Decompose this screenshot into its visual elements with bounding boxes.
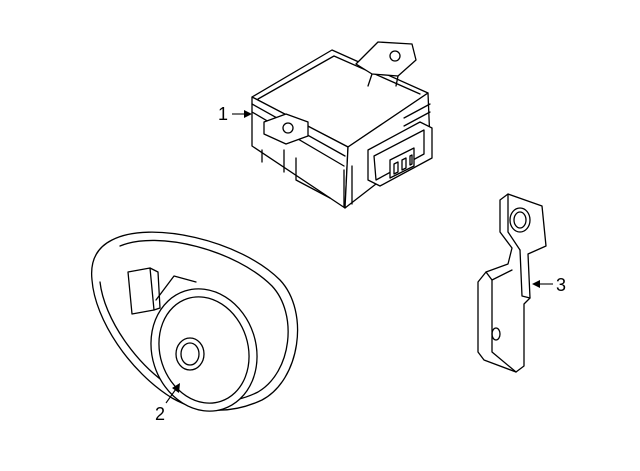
callout-1: 1 bbox=[218, 104, 252, 124]
callout-3: 3 bbox=[532, 275, 566, 295]
control-module bbox=[251, 41, 433, 209]
callout-2: 2 bbox=[155, 383, 180, 424]
callout-2-label: 2 bbox=[155, 404, 165, 424]
callout-3-label: 3 bbox=[556, 275, 566, 295]
bracket bbox=[477, 193, 547, 373]
callout-1-label: 1 bbox=[218, 104, 228, 124]
horn bbox=[90, 231, 299, 412]
